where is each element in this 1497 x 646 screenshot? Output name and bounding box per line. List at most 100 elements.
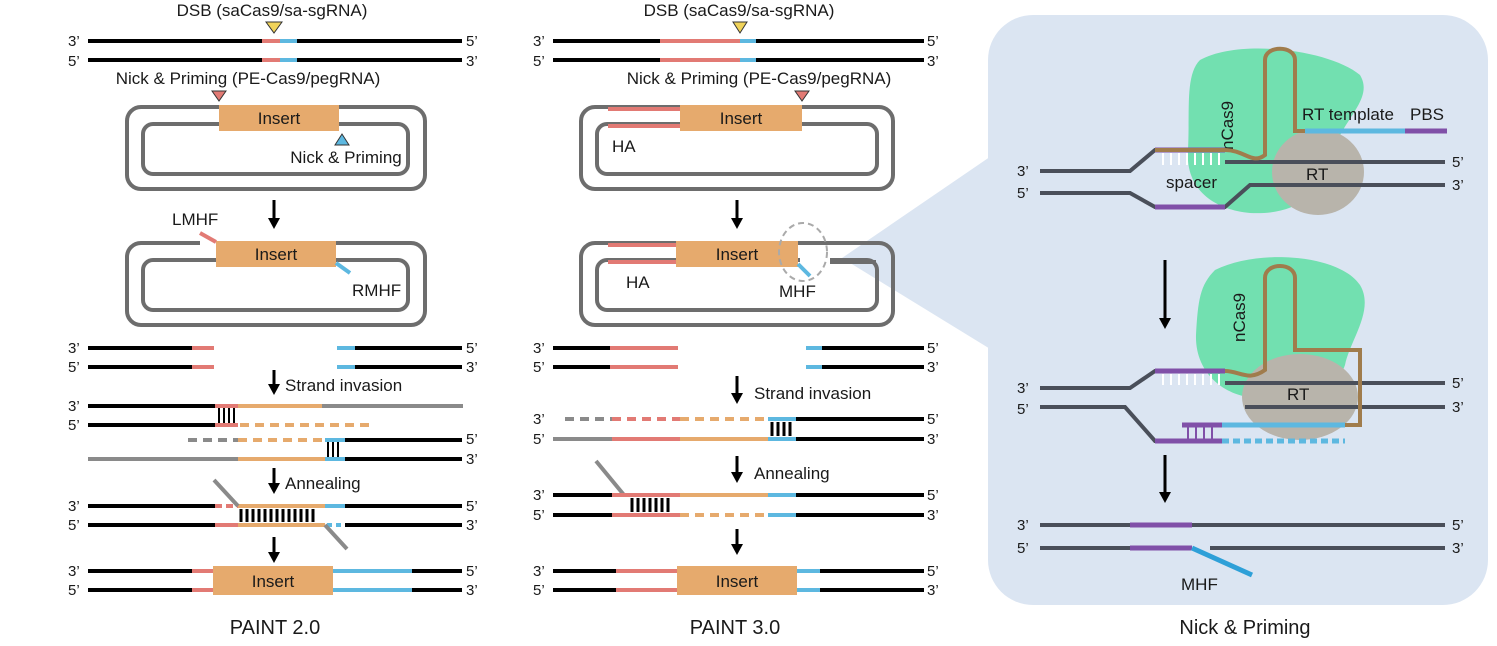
insert-label: Insert bbox=[255, 245, 298, 264]
paint2-caption: PAINT 2.0 bbox=[230, 617, 320, 639]
end-label: 3’ bbox=[533, 33, 545, 50]
insert-label: Insert bbox=[716, 572, 759, 591]
insert-box bbox=[216, 241, 336, 267]
paint3-caption: PAINT 3.0 bbox=[690, 617, 780, 639]
down-arrow bbox=[1159, 455, 1171, 503]
base-pairs bbox=[239, 509, 315, 522]
zoom-callout bbox=[842, 150, 1000, 355]
end-label: 5’ bbox=[1452, 154, 1464, 171]
nick-marker bbox=[211, 90, 227, 102]
ncas9-label: nCas9 bbox=[1230, 293, 1249, 342]
invasion-strands bbox=[553, 417, 924, 441]
end-label: 3’ bbox=[68, 498, 80, 515]
end-label: 5’ bbox=[466, 563, 478, 580]
annealing-label: Annealing bbox=[754, 464, 830, 483]
pegrna-scaffold bbox=[1224, 264, 1362, 427]
end-label: 5’ bbox=[533, 431, 545, 448]
end-label: 3’ bbox=[466, 582, 478, 599]
end-label: 5’ bbox=[927, 411, 939, 428]
end-label: 5’ bbox=[533, 582, 545, 599]
end-label: 3’ bbox=[1017, 163, 1029, 180]
mhf-highlight-circle bbox=[778, 222, 828, 282]
down-arrow bbox=[731, 456, 743, 483]
end-label: 5’ bbox=[68, 582, 80, 599]
rmhf-flap bbox=[334, 261, 352, 275]
end-label: 5’ bbox=[927, 487, 939, 504]
strand-invasion-label: Strand invasion bbox=[754, 384, 871, 403]
end-label: 5’ bbox=[68, 359, 80, 376]
base-pairs bbox=[630, 498, 670, 512]
end-label: 5’ bbox=[466, 431, 478, 448]
end-label: 5’ bbox=[466, 340, 478, 357]
invasion-strands bbox=[88, 404, 463, 461]
lmhf-flap bbox=[199, 231, 217, 244]
ha-label: HA bbox=[626, 273, 650, 292]
end-label: 5’ bbox=[927, 563, 939, 580]
genomic-dna bbox=[88, 39, 462, 62]
pegrna-scaffold bbox=[1155, 46, 1305, 161]
insert-label: Insert bbox=[258, 109, 301, 128]
down-arrow bbox=[1159, 260, 1171, 329]
end-label: 3’ bbox=[533, 563, 545, 580]
rt-template-label: RT template bbox=[1302, 105, 1394, 124]
end-label: 3’ bbox=[533, 340, 545, 357]
end-label: 5’ bbox=[466, 498, 478, 515]
end-label: 5’ bbox=[927, 33, 939, 50]
spacer-pairs bbox=[1162, 374, 1220, 385]
genomic-dna bbox=[553, 39, 924, 62]
nick-marker bbox=[794, 90, 810, 102]
end-label: 3’ bbox=[927, 582, 939, 599]
end-label: 3’ bbox=[927, 431, 939, 448]
plasmid-gap bbox=[800, 258, 830, 264]
down-arrow bbox=[268, 370, 280, 395]
end-label: 3’ bbox=[1452, 399, 1464, 416]
rt-blob bbox=[1242, 354, 1358, 440]
spacer-label: spacer bbox=[1166, 173, 1217, 192]
nick-marker-inner bbox=[334, 133, 350, 146]
nick-priming-detail: nCas9 RT RT template PBS spacer 3’ 5’ 5’… bbox=[1017, 46, 1464, 639]
end-label: 5’ bbox=[466, 33, 478, 50]
end-label: 3’ bbox=[68, 33, 80, 50]
mhf-label: MHF bbox=[1181, 575, 1218, 594]
insert-box bbox=[219, 105, 339, 131]
down-arrow bbox=[731, 200, 743, 229]
end-label: 3’ bbox=[533, 411, 545, 428]
insert-box bbox=[680, 105, 802, 131]
pbs-pairs bbox=[1187, 427, 1213, 439]
broken-dna bbox=[553, 346, 924, 369]
dsb-label: DSB (saCas9/sa-sgRNA) bbox=[644, 1, 835, 20]
spacer-pairs bbox=[1162, 153, 1220, 165]
annealed-strands bbox=[553, 459, 924, 517]
down-arrow bbox=[731, 529, 743, 555]
end-label: 5’ bbox=[68, 517, 80, 534]
end-label: 3’ bbox=[927, 359, 939, 376]
end-label: 5’ bbox=[1017, 401, 1029, 418]
plasmid-gap bbox=[200, 238, 220, 248]
end-label: 3’ bbox=[1452, 177, 1464, 194]
rt-blob bbox=[1272, 129, 1364, 215]
base-pairs bbox=[218, 408, 339, 457]
end-label: 5’ bbox=[68, 417, 80, 434]
end-label: 3’ bbox=[466, 517, 478, 534]
dsb-label: DSB (saCas9/sa-sgRNA) bbox=[177, 1, 368, 20]
strand-invasion-label: Strand invasion bbox=[285, 376, 402, 395]
nick-priming-pe-label: Nick & Priming (PE-Cas9/pegRNA) bbox=[116, 69, 381, 88]
end-label: 3’ bbox=[68, 398, 80, 415]
insert-label: Insert bbox=[720, 109, 763, 128]
dna-strands bbox=[1040, 522, 1445, 578]
mhf-label: MHF bbox=[779, 282, 816, 301]
broken-dna bbox=[88, 346, 462, 369]
end-label: 3’ bbox=[1452, 540, 1464, 557]
base-pairs bbox=[770, 422, 792, 436]
end-label: 3’ bbox=[1017, 380, 1029, 397]
end-label: 3’ bbox=[68, 563, 80, 580]
dsb-cut-marker bbox=[265, 21, 283, 34]
end-label: 3’ bbox=[466, 359, 478, 376]
down-arrow bbox=[731, 376, 743, 404]
down-arrow bbox=[268, 468, 280, 494]
end-label: 5’ bbox=[533, 359, 545, 376]
end-label: 5’ bbox=[1017, 185, 1029, 202]
end-label: 5’ bbox=[1017, 540, 1029, 557]
nick-priming-label: Nick & Priming bbox=[290, 148, 401, 167]
down-arrow bbox=[268, 537, 280, 563]
